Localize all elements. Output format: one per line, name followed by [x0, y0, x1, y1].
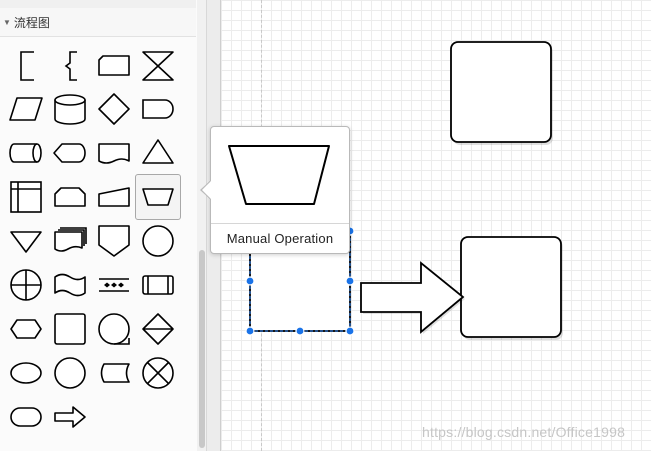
sequential-data-shape[interactable]: [92, 307, 136, 351]
multi-document-icon: [54, 227, 87, 252]
arrow-shape[interactable]: [48, 395, 92, 439]
manual-operation-preview-icon: [228, 145, 330, 205]
parallel-mode-shape[interactable]: [92, 263, 136, 307]
document-shape[interactable]: [92, 131, 136, 175]
start-icon: [54, 357, 86, 389]
preparation-shape[interactable]: [4, 307, 48, 351]
annotation-bracket-shape[interactable]: [4, 43, 48, 87]
predefined-process-shape[interactable]: [136, 263, 180, 307]
off-page-reference-icon: [98, 225, 130, 257]
parallel-mode-icon: [99, 278, 129, 292]
direct-data-icon: [9, 143, 42, 163]
card-icon: [98, 55, 130, 76]
annotation-bracket-icon: [20, 51, 34, 81]
sort-icon: [142, 313, 174, 345]
multi-document-shape[interactable]: [48, 219, 92, 263]
curly-bracket-shape[interactable]: [48, 43, 92, 87]
decision-shape[interactable]: [92, 87, 136, 131]
stored-data-shape[interactable]: [92, 351, 136, 395]
collate-shape[interactable]: [136, 43, 180, 87]
data-icon: [9, 97, 43, 121]
predefined-process-icon: [142, 275, 174, 295]
manual-input-icon: [98, 187, 130, 207]
manual-operation-icon: [142, 188, 174, 206]
summing-junction-icon: [142, 357, 174, 389]
terminator-shape[interactable]: [4, 395, 48, 439]
merge-icon: [10, 231, 42, 253]
extract-icon: [142, 139, 174, 164]
start-end-shape[interactable]: [4, 351, 48, 395]
database-icon: [54, 94, 86, 125]
curly-bracket-icon: [64, 51, 77, 81]
paper-tape-icon: [54, 273, 86, 297]
paper-tape-shape[interactable]: [48, 263, 92, 307]
loop-limit-icon: [54, 187, 86, 207]
sidebar-scrollbar-track[interactable]: [197, 0, 207, 451]
loop-limit-shape[interactable]: [48, 175, 92, 219]
terminator-icon: [10, 407, 42, 427]
sidebar-panel: ▼ 流程图: [0, 0, 198, 451]
database-shape[interactable]: [48, 87, 92, 131]
caret-down-icon: ▼: [3, 17, 11, 27]
merge-shape[interactable]: [4, 219, 48, 263]
internal-storage-icon: [10, 181, 42, 213]
or-icon: [10, 269, 42, 301]
watermark-text: https://blog.csdn.net/Office1998: [422, 424, 626, 440]
stored-data-icon: [100, 363, 130, 383]
manual-input-shape[interactable]: [92, 175, 136, 219]
connector-shape[interactable]: [136, 219, 180, 263]
sequential-data-icon: [98, 313, 130, 345]
arrow-icon: [54, 406, 86, 428]
process-shape[interactable]: [48, 307, 92, 351]
process-icon: [54, 313, 86, 345]
flow-arrow-shape[interactable]: [356, 258, 468, 338]
process-box-top[interactable]: [446, 38, 558, 148]
connector-icon: [142, 225, 174, 257]
flowchart-section-header[interactable]: ▼ 流程图: [0, 8, 196, 37]
sidebar-scrollbar-thumb[interactable]: [199, 250, 205, 448]
delay-shape[interactable]: [136, 87, 180, 131]
decision-icon: [98, 93, 130, 125]
collate-icon: [142, 51, 174, 81]
extract-shape[interactable]: [136, 131, 180, 175]
document-icon: [98, 143, 130, 164]
internal-storage-shape[interactable]: [4, 175, 48, 219]
shape-preview-tooltip: Manual Operation: [210, 126, 350, 254]
display-icon: [53, 143, 86, 163]
card-shape[interactable]: [92, 43, 136, 87]
delay-icon: [142, 99, 174, 119]
data-shape[interactable]: [4, 87, 48, 131]
display-shape[interactable]: [48, 131, 92, 175]
preparation-icon: [10, 319, 42, 339]
tooltip-label: Manual Operation: [226, 231, 334, 246]
manual-operation-shape[interactable]: [135, 174, 181, 220]
start-shape[interactable]: [48, 351, 92, 395]
or-shape[interactable]: [4, 263, 48, 307]
tooltip-divider: [211, 223, 349, 224]
section-title: 流程图: [13, 15, 50, 30]
process-box-right[interactable]: [456, 233, 568, 343]
summing-junction-shape[interactable]: [136, 351, 180, 395]
off-page-reference-shape[interactable]: [92, 219, 136, 263]
shape-palette: [0, 0, 197, 451]
sort-shape[interactable]: [136, 307, 180, 351]
start-end-icon: [10, 362, 42, 384]
tooltip-arrow-fill: [202, 181, 211, 199]
direct-data-shape[interactable]: [4, 131, 48, 175]
